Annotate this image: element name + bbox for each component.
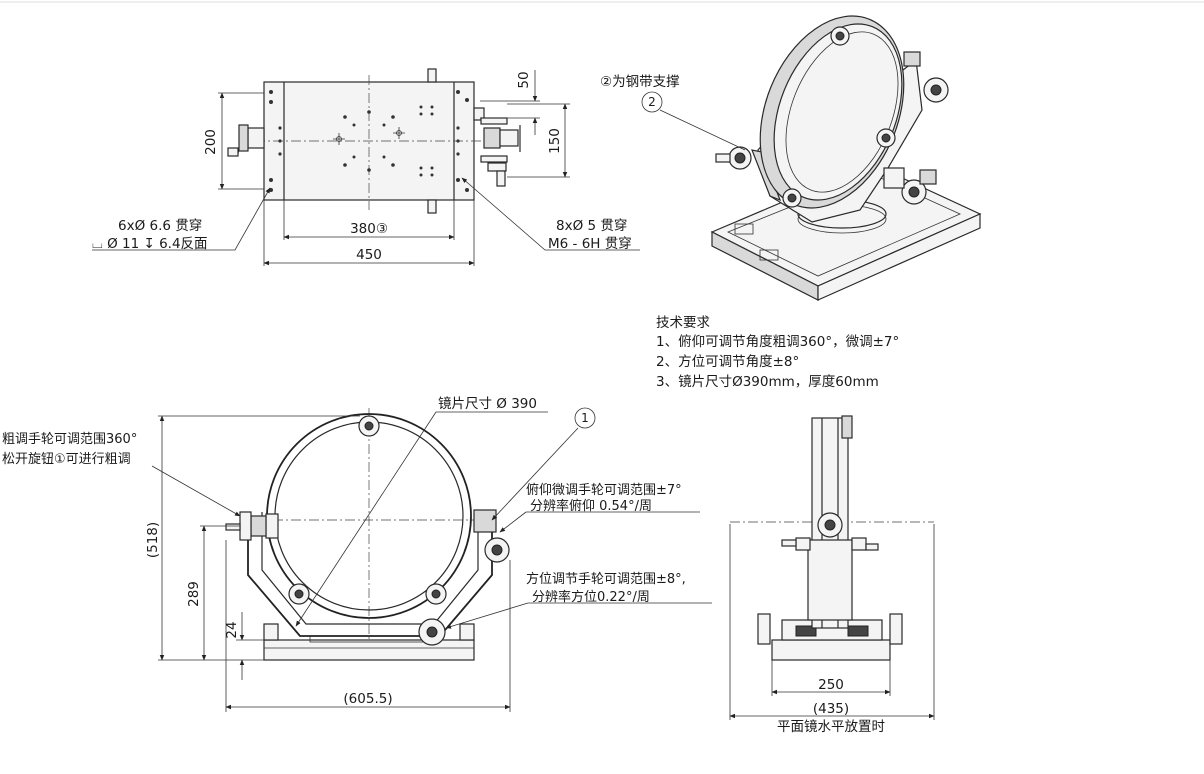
front-base bbox=[263, 639, 475, 661]
dim-605-5: (605.5) bbox=[343, 691, 392, 707]
azimuth-adjust-note-2: 分辨率方位0.22°/周 bbox=[532, 589, 650, 605]
isometric-view bbox=[641, 15, 982, 301]
hole-note-1: 6xØ 6.6 贯穿 bbox=[118, 218, 202, 234]
dim-518: (518) bbox=[145, 522, 161, 558]
hole-note-3: 8xØ 5 贯穿 bbox=[556, 218, 627, 234]
isometric-labels: ②为钢带支撑 2 bbox=[600, 74, 680, 109]
mirror-size-label: 镜片尺寸 Ø 390 bbox=[438, 396, 537, 412]
hole-note-2: ⌴ Ø 11 ↧ 6.4反面 bbox=[92, 236, 208, 252]
dim-289: 289 bbox=[186, 581, 202, 607]
pitch-adjust-note-1: 俯仰微调手轮可调范围±7° bbox=[526, 482, 682, 498]
tech-req-item-2: 2、方位可调节角度±8° bbox=[656, 354, 799, 370]
dim-380: 380③ bbox=[350, 221, 388, 237]
dim-200: 200 bbox=[203, 129, 219, 155]
tech-req-item-1: 1、俯仰可调节角度粗调360°，微调±7° bbox=[656, 334, 899, 350]
balloon-1: 1 bbox=[581, 411, 589, 425]
dim-450: 450 bbox=[356, 247, 382, 263]
side-view bbox=[729, 415, 935, 720]
dim-50: 50 bbox=[516, 71, 532, 88]
tech-requirements: 技术要求 1、俯仰可调节角度粗调360°，微调±7° 2、方位可调节角度±8° … bbox=[656, 315, 899, 390]
front-view-labels: 镜片尺寸 Ø 390 1 粗调手轮可调范围360° 松开旋钮①可进行粗调 俯仰微… bbox=[2, 396, 686, 707]
balloon-2: 2 bbox=[648, 95, 656, 109]
dim-435: (435) bbox=[813, 701, 849, 717]
dim-24: 24 bbox=[224, 621, 240, 638]
tech-req-title: 技术要求 bbox=[656, 315, 710, 331]
side-view-caption: 平面镜水平放置时 bbox=[777, 719, 885, 735]
tech-req-item-3: 3、镜片尺寸Ø390mm，厚度60mm bbox=[656, 374, 879, 390]
coarse-adjust-note-1: 粗调手轮可调范围360° bbox=[2, 432, 137, 447]
coarse-adjust-note-2: 松开旋钮①可进行粗调 bbox=[2, 452, 131, 467]
plan-view-labels: 200 50 150 380③ 450 6xØ 6.6 贯穿 ⌴ Ø 11 ↧ … bbox=[92, 71, 632, 263]
side-view-labels: 250 (435) 平面镜水平放置时 bbox=[777, 677, 885, 735]
steel-band-note: ②为钢带支撑 bbox=[600, 74, 680, 90]
front-view bbox=[151, 407, 712, 712]
hole-note-4: M6 - 6H 贯穿 bbox=[548, 236, 632, 252]
azimuth-adjust-note-1: 方位调节手轮可调范围±8°, bbox=[526, 571, 686, 587]
dim-250: 250 bbox=[818, 677, 844, 693]
dim-150: 150 bbox=[547, 128, 563, 154]
plan-view bbox=[92, 68, 640, 266]
pitch-adjust-note-2: 分辨率俯仰 0.54°/周 bbox=[530, 498, 652, 514]
